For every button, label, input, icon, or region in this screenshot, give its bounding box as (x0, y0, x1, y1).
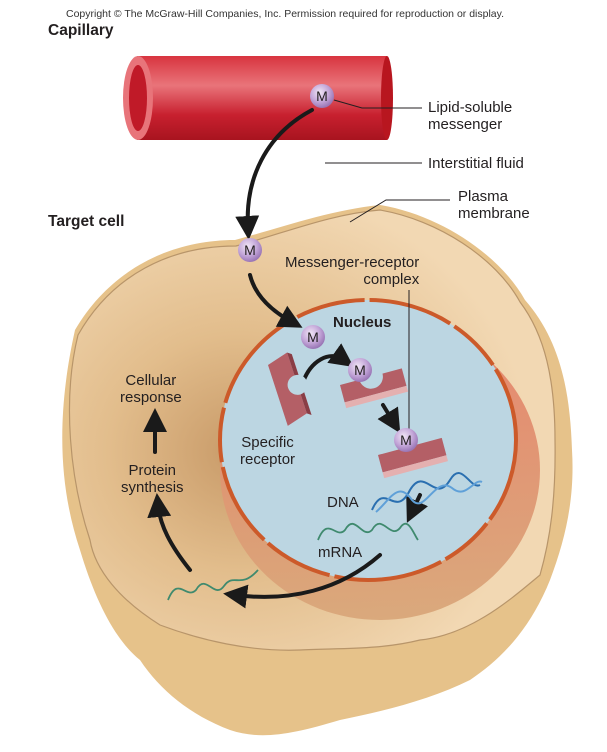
label-messenger-receptor-complex: Messenger-receptor complex (285, 254, 420, 289)
svg-text:M: M (307, 329, 319, 345)
bound-receptor (378, 437, 448, 479)
arrow-to-protein-synthesis (147, 493, 192, 572)
arrow-membrane-to-nucleus (248, 273, 303, 328)
label-target-cell: Target cell (48, 213, 125, 230)
messenger-entering-nucleus: M (301, 325, 325, 349)
leader-lines (325, 99, 450, 435)
messenger-in-cytoplasm: M (238, 238, 262, 262)
messenger-approaching-receptor: M (348, 358, 372, 382)
label-interstitial-fluid: Interstitial fluid (428, 155, 524, 172)
arrow-capillary-to-cell (235, 108, 314, 240)
messenger-in-capillary: M (310, 84, 334, 108)
mrna-in-cytoplasm (167, 569, 259, 601)
label-cellular-response: Cellular response (120, 372, 182, 407)
svg-text:M: M (354, 362, 366, 378)
arrow-receptor-to-dna (377, 403, 401, 434)
nuclear-envelope (218, 298, 518, 582)
label-mrna: mRNA (318, 544, 363, 561)
mrna-strands (167, 522, 419, 601)
target-cell (62, 205, 573, 736)
receptors (268, 352, 448, 479)
label-protein-synthesis: Protein synthesis (121, 462, 184, 497)
label-capillary: Capillary (48, 22, 114, 39)
label-plasma-membrane: Plasma membrane (458, 188, 530, 223)
svg-text:M: M (244, 242, 256, 258)
arrow-mrna-export (223, 553, 382, 609)
label-nucleus: Nucleus (333, 314, 392, 331)
free-receptor (268, 352, 312, 426)
copyright-notice: Copyright © The McGraw-Hill Companies, I… (66, 8, 505, 20)
label-dna: DNA (327, 494, 359, 511)
label-lipid-soluble-messenger: Lipid-soluble messenger (428, 99, 513, 134)
capillary-vessel (123, 56, 393, 140)
messenger-bound: M (394, 428, 418, 452)
messengers: M M M M M (238, 84, 418, 452)
leader-lipid-soluble (333, 99, 422, 109)
dna-helix (371, 472, 483, 513)
svg-text:M: M (316, 88, 328, 104)
svg-text:M: M (400, 432, 412, 448)
leader-plasma-membrane (349, 199, 450, 223)
label-specific-receptor: Specific receptor (240, 434, 296, 469)
mrna-in-nucleus (317, 522, 419, 541)
